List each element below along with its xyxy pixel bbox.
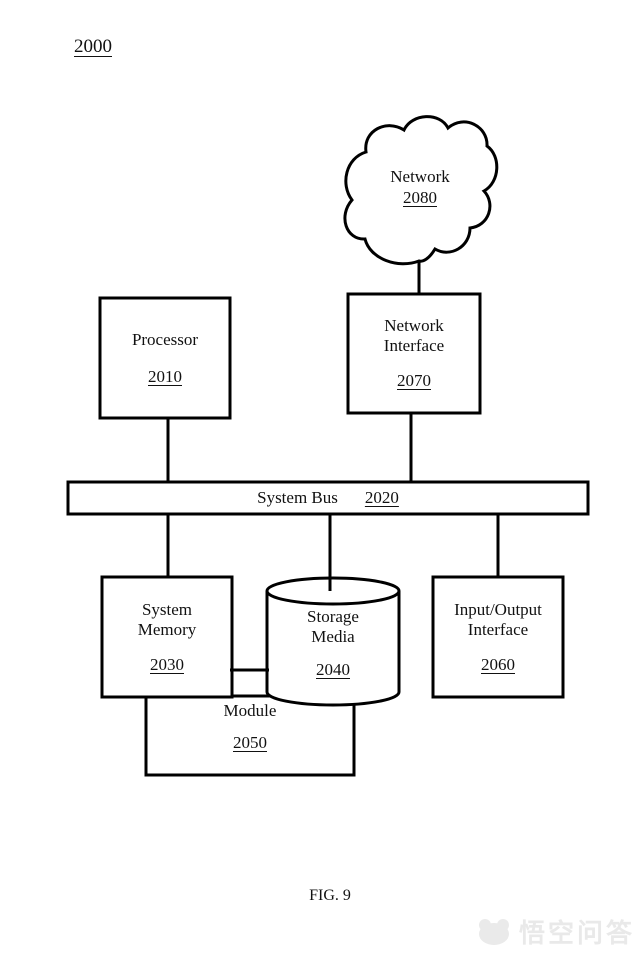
node-network-interface: Network Interface 2070 bbox=[348, 294, 480, 413]
watermark-panda-icon bbox=[478, 918, 509, 945]
node-system-bus: System Bus 2020 bbox=[68, 482, 588, 514]
system-memory-box bbox=[100, 575, 234, 699]
node-storage-media: Storage Media 2040 bbox=[267, 593, 399, 693]
node-ref: 2080 bbox=[403, 188, 437, 207]
node-system-memory: System Memory 2030 bbox=[102, 577, 232, 697]
network-interface-box bbox=[346, 292, 482, 415]
io-interface-box bbox=[431, 575, 565, 699]
node-ref: 2060 bbox=[481, 654, 515, 674]
system-bus-bar bbox=[66, 480, 590, 516]
module-box bbox=[144, 694, 356, 777]
cylinder-top bbox=[265, 576, 401, 606]
figure-caption: FIG. 9 bbox=[309, 887, 351, 904]
node-label: Input/Output Interface bbox=[454, 599, 542, 639]
node-label: Network Interface bbox=[383, 316, 445, 355]
node-label: Module bbox=[223, 701, 277, 720]
cylinder-shape bbox=[265, 591, 401, 707]
node-label: Network bbox=[390, 167, 450, 186]
node-label: System Bus bbox=[257, 488, 338, 507]
node-ref: 2040 bbox=[316, 659, 350, 679]
processor-box bbox=[98, 296, 232, 420]
node-ref: 2070 bbox=[397, 371, 431, 390]
node-io-interface: Input/Output Interface 2060 bbox=[433, 577, 563, 697]
node-ref: 2050 bbox=[233, 733, 267, 752]
node-module: Module 2050 bbox=[146, 697, 354, 775]
cloud-shape bbox=[343, 115, 499, 266]
watermark: 悟空问答 bbox=[476, 913, 635, 950]
node-ref: 2030 bbox=[150, 654, 184, 674]
node-label: Storage Media bbox=[307, 606, 359, 646]
node-label: Processor bbox=[131, 329, 199, 349]
figure-ref-label: 2000 bbox=[74, 36, 112, 57]
node-label: System Memory bbox=[137, 599, 197, 639]
node-network: Network 2080 bbox=[350, 167, 490, 208]
node-processor: Processor 2010 bbox=[100, 298, 230, 418]
node-ref: 2010 bbox=[148, 366, 182, 386]
node-ref: 2020 bbox=[364, 488, 399, 507]
watermark-text: 悟空问答 bbox=[518, 918, 635, 948]
